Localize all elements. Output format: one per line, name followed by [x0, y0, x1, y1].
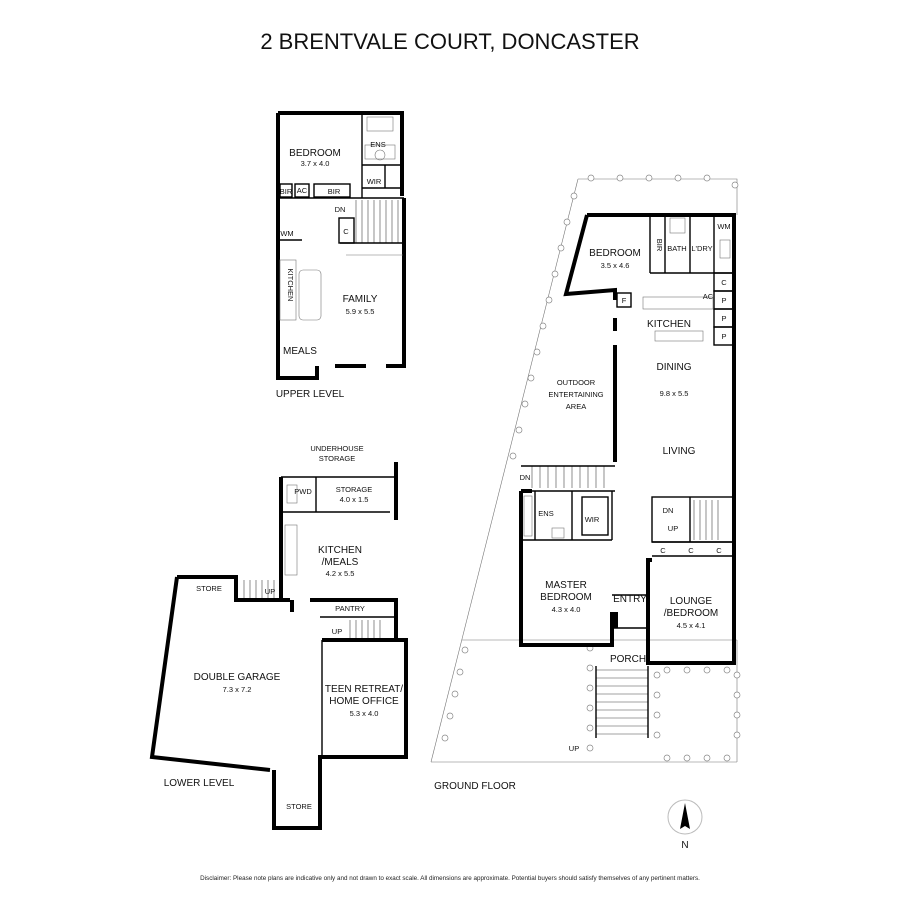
- upper-kitchen-label: KITCHEN: [286, 269, 295, 302]
- ground-cupboard-label-1: C: [660, 546, 666, 555]
- upper-family-label: FAMILY: [343, 294, 378, 305]
- ground-floor-plan: BEDROOM 3.5 x 4.6 BIR BATH L'DRY WM C P …: [430, 174, 741, 792]
- lower-level-label: LOWER LEVEL: [164, 778, 235, 789]
- ground-entry-label: ENTRY: [613, 594, 647, 605]
- disclaimer-text: Disclaimer: Please note plans are indica…: [200, 875, 700, 882]
- ground-floor-label: GROUND FLOOR: [434, 781, 516, 792]
- ground-fridge-label: F: [622, 296, 627, 305]
- upper-bedroom-dims: 3.7 x 4.0: [301, 159, 330, 168]
- upper-level-label: UPPER LEVEL: [276, 389, 345, 400]
- upper-level-plan: BEDROOM 3.7 x 4.0 ENS WIR BIR BIR AC DN …: [276, 111, 406, 400]
- lounge-label-1: LOUNGE: [670, 596, 713, 607]
- outdoor-label-2: ENTERTAINING: [548, 390, 603, 399]
- ground-up-label-1: UP: [668, 524, 678, 533]
- ground-up-label-2: UP: [569, 744, 579, 753]
- master-bedroom-label-2: BEDROOM: [540, 592, 592, 603]
- ground-dining-label: DINING: [657, 362, 692, 373]
- boundary-trees: [441, 174, 741, 762]
- lower-kitchen-label-2: /MEALS: [322, 557, 359, 568]
- master-bedroom-dims: 4.3 x 4.0: [552, 605, 581, 614]
- teen-retreat-label-2: HOME OFFICE: [329, 696, 399, 707]
- ground-dining-dims: 9.8 x 5.5: [660, 389, 689, 398]
- teen-retreat-dims: 5.3 x 4.0: [350, 709, 379, 718]
- ground-ac-label: AC: [703, 292, 714, 301]
- compass-ring-icon: [667, 799, 703, 835]
- lower-storage-dims: 4.0 x 1.5: [340, 495, 369, 504]
- ground-dn-label-2: DN: [663, 506, 674, 515]
- garage-label: DOUBLE GARAGE: [194, 672, 281, 683]
- upper-meals-label: MEALS: [283, 346, 317, 357]
- lower-store-label-2: STORE: [286, 802, 312, 811]
- ground-wir-label: WIR: [585, 515, 600, 524]
- lower-up-label-2: UP: [332, 627, 342, 636]
- ground-bedroom-label: BEDROOM: [589, 248, 641, 259]
- underhouse-label-1: UNDERHOUSE: [310, 444, 363, 453]
- ground-wm-label: WM: [717, 222, 730, 231]
- lower-storage-label: STORAGE: [336, 485, 373, 494]
- lounge-dims: 4.5 x 4.1: [677, 621, 706, 630]
- upper-dn-label: DN: [335, 205, 346, 214]
- ground-porch-label: PORCH: [610, 654, 646, 665]
- upper-cupboard-label: C: [343, 227, 349, 236]
- ground-bath-label: BATH: [667, 244, 686, 253]
- lower-store-label-1: STORE: [196, 584, 222, 593]
- upper-ac-label: AC: [297, 186, 308, 195]
- pwd-label: PWD: [294, 487, 312, 496]
- upper-ens-label: ENS: [370, 140, 385, 149]
- lounge-label-2: /BEDROOM: [664, 608, 718, 619]
- ground-pantry-label-2: P: [721, 314, 726, 323]
- ground-bedroom-dims: 3.5 x 4.6: [601, 261, 630, 270]
- ground-pantry-label-3: P: [721, 332, 726, 341]
- lower-kitchen-label-1: KITCHEN: [318, 545, 362, 556]
- ground-living-label: LIVING: [663, 446, 696, 457]
- north-arrow-icon: [680, 803, 690, 829]
- upper-wir-label: WIR: [367, 177, 382, 186]
- lower-level-plan: UNDERHOUSE STORAGE PWD STORAGE 4.0 x 1.5…: [149, 444, 408, 830]
- north-compass: N: [667, 799, 703, 851]
- underhouse-label-2: STORAGE: [319, 454, 356, 463]
- ground-pantry-label-1: P: [721, 296, 726, 305]
- compass-north-label: N: [681, 840, 688, 851]
- upper-wm-label: WM: [280, 229, 293, 238]
- plan-title: 2 BRENTVALE COURT, DONCASTER: [260, 29, 639, 54]
- ground-kitchen-label: KITCHEN: [647, 319, 691, 330]
- pantry-label: PANTRY: [335, 604, 365, 613]
- upper-bir-label-2: BIR: [328, 187, 341, 196]
- outdoor-label-1: OUTDOOR: [557, 378, 596, 387]
- upper-bir-label-1: BIR: [280, 187, 293, 196]
- lower-up-label-1: UP: [265, 587, 275, 596]
- ground-cupboard-label: C: [721, 278, 727, 287]
- master-bedroom-label-1: MASTER: [545, 580, 587, 591]
- outdoor-label-3: AREA: [566, 402, 586, 411]
- lower-kitchen-dims: 4.2 x 5.5: [326, 569, 355, 578]
- upper-bedroom-label: BEDROOM: [289, 148, 341, 159]
- ground-cupboard-label-3: C: [716, 546, 722, 555]
- garage-dims: 7.3 x 7.2: [223, 685, 252, 694]
- ground-cupboard-label-2: C: [688, 546, 694, 555]
- ground-dn-label-1: DN: [520, 473, 531, 482]
- ground-bir-label: BIR: [655, 239, 664, 252]
- teen-retreat-label-1: TEEN RETREAT/: [325, 684, 403, 695]
- ground-laundry-label: L'DRY: [691, 244, 712, 253]
- ground-ens-label: ENS: [538, 509, 553, 518]
- upper-family-dims: 5.9 x 5.5: [346, 307, 375, 316]
